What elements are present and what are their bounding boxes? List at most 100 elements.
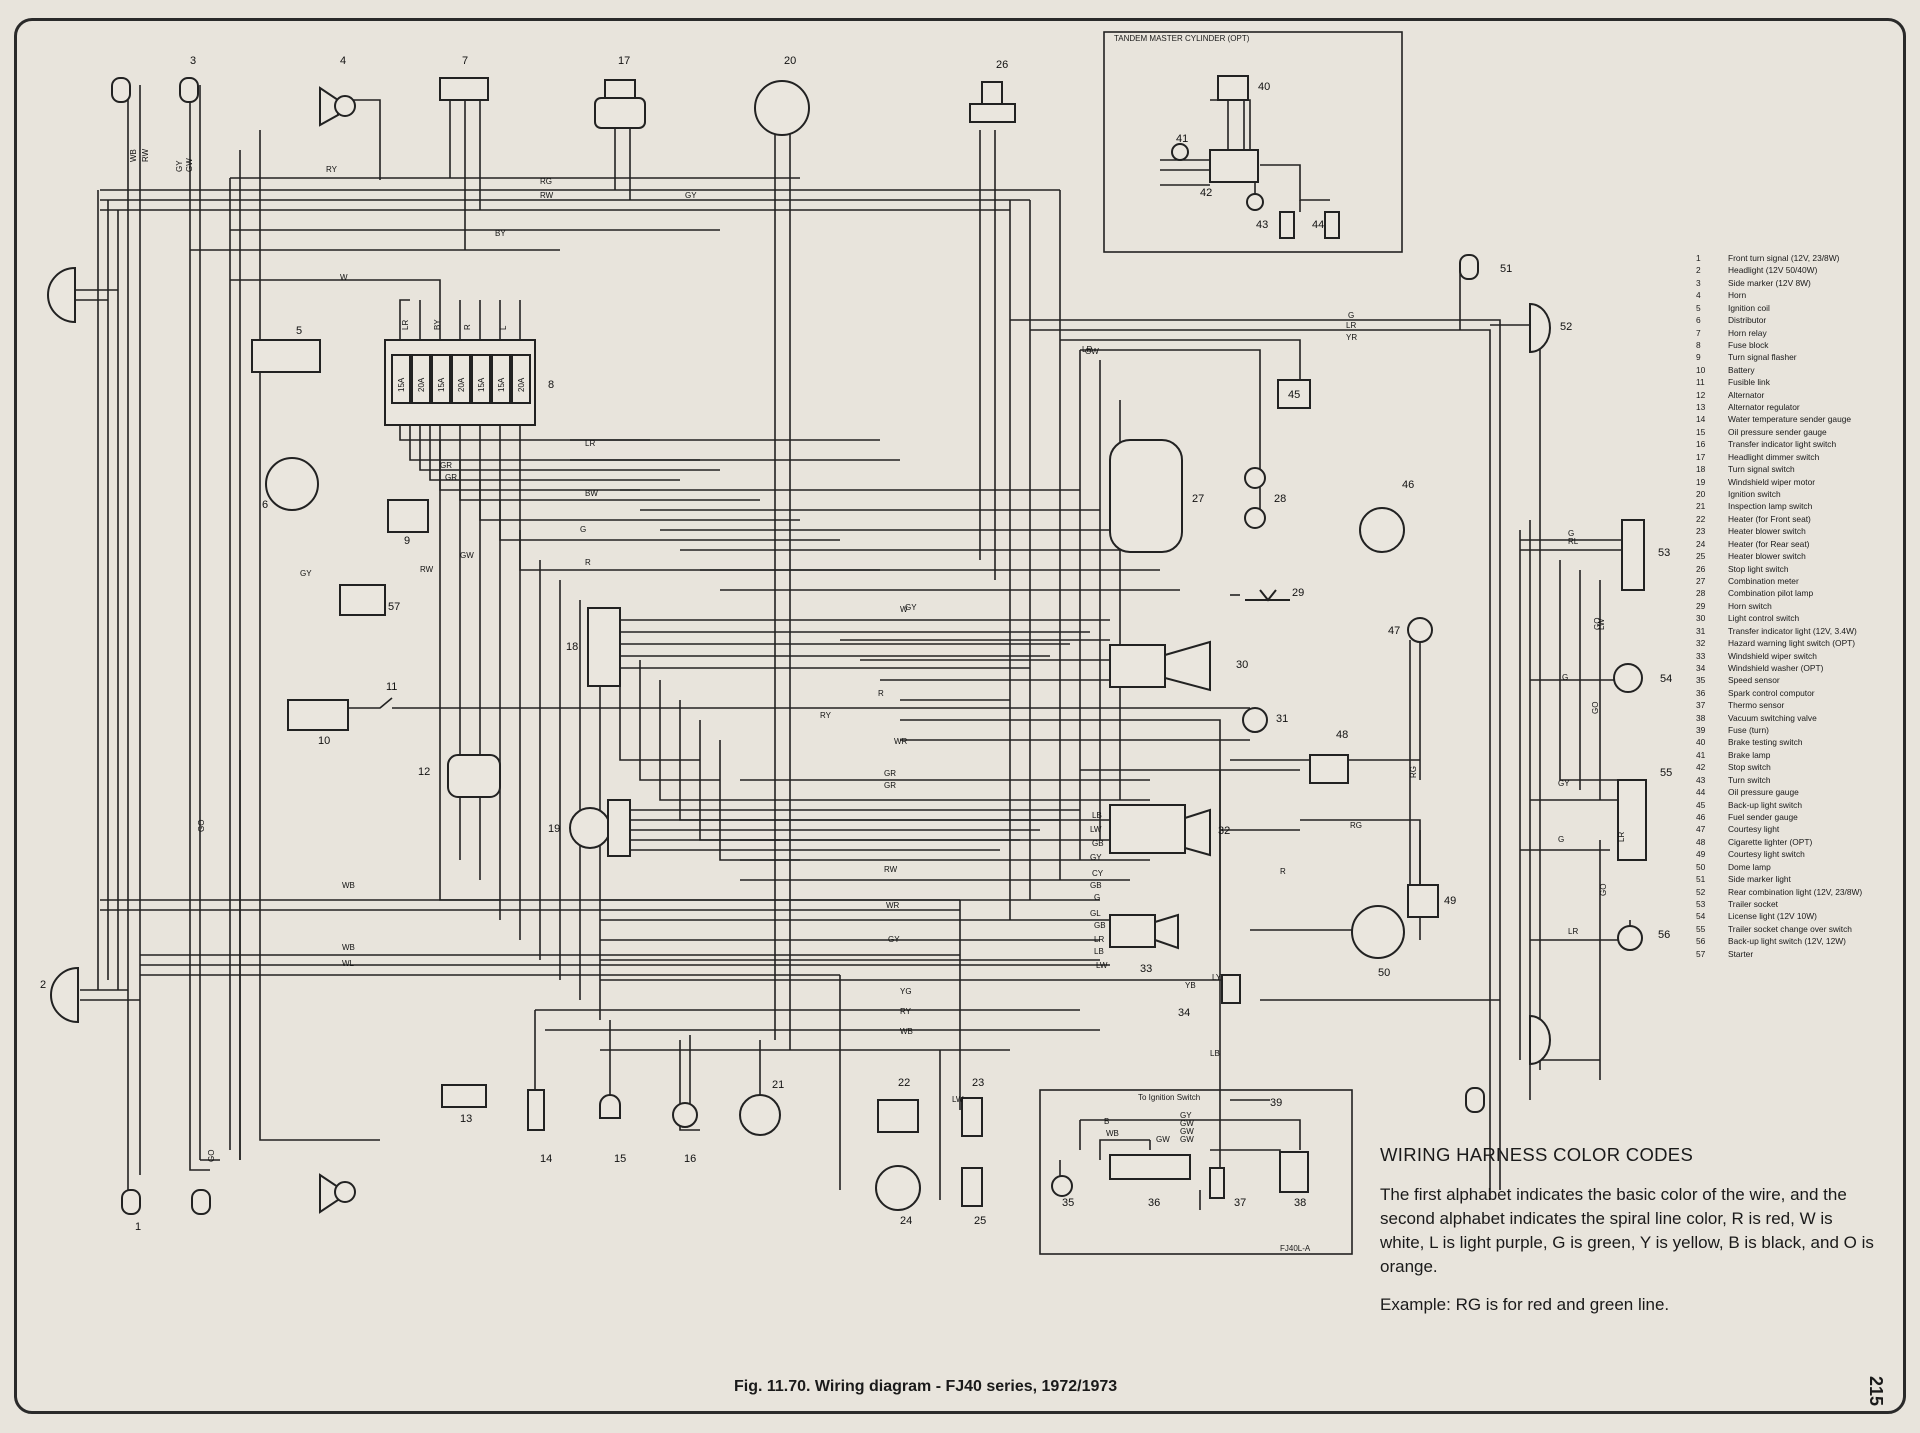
component-number: 27 — [1192, 493, 1204, 505]
wire-color-label: WB — [342, 943, 355, 952]
wire-color-label: LW — [1090, 825, 1102, 834]
legend-label: Front turn signal (12V, 23/8W) — [1728, 253, 1840, 263]
wire-color-label: LW — [952, 1095, 964, 1104]
legend-label: Combination meter — [1728, 575, 1799, 586]
legend-label: Trailer socket change over switch — [1728, 923, 1852, 934]
component-number: 4 — [340, 55, 346, 67]
legend-label: Combination pilot lamp — [1728, 588, 1814, 599]
legend-number: 38 — [1696, 712, 1706, 723]
legend-label: Inspection lamp switch — [1728, 501, 1813, 512]
wire-color-label: B — [1104, 1117, 1109, 1126]
legend-number: 30 — [1696, 613, 1706, 624]
legend-label: Horn — [1728, 290, 1747, 301]
wire-color-label: RW — [540, 191, 554, 200]
distributor-icon — [265, 457, 319, 511]
component-number: 29 — [1292, 587, 1304, 599]
wire-color-label: BW — [585, 489, 598, 498]
legend-label: Trailer socket — [1728, 898, 1778, 909]
wire-color-label: GO — [1599, 884, 1608, 896]
wire-color-label: RG — [1409, 766, 1418, 778]
wire-color-label: G — [1568, 529, 1574, 538]
legend-number: 48 — [1696, 836, 1706, 847]
legend-number: 43 — [1696, 774, 1706, 785]
wire-color-label: GY — [175, 160, 184, 172]
legend-label: Brake testing switch — [1728, 737, 1803, 748]
fuel-sender-icon — [1359, 507, 1405, 553]
fuse-rating: 20A — [457, 377, 466, 392]
legend-label: Battery — [1728, 364, 1755, 375]
component-number: 50 — [1378, 967, 1390, 979]
component-number: 53 — [1658, 547, 1670, 559]
legend-label: Side marker light — [1728, 874, 1791, 885]
legend-label: Thermo sensor — [1728, 700, 1785, 711]
legend-label: Fuel sender gauge — [1728, 811, 1798, 822]
legend-label: Courtesy light — [1728, 824, 1780, 835]
horn-switch-icon — [1245, 589, 1290, 602]
wire-color-label: LR — [1094, 935, 1104, 944]
legend-label: Oil pressure sender gauge — [1728, 426, 1827, 437]
starter-icon — [339, 584, 386, 616]
legend-number: 8 — [1696, 339, 1701, 350]
component-number: 18 — [566, 641, 578, 653]
side-marker-left-icon — [111, 77, 199, 103]
component-number: 11 — [386, 681, 397, 693]
wire-color-label: LR — [401, 320, 410, 330]
legend-label: Oil pressure gauge — [1728, 787, 1799, 798]
legend-label: Courtesy light switch — [1728, 849, 1805, 860]
turn-signal-switch-icon — [587, 607, 621, 687]
legend-label: Dome lamp — [1728, 861, 1771, 872]
wire-color-label: RW — [420, 565, 434, 574]
component-number: 37 — [1234, 1197, 1246, 1209]
figure-caption: Fig. 11.70. Wiring diagram - FJ40 series… — [734, 1378, 1118, 1395]
combination-meter-icon — [1109, 439, 1183, 553]
brake-testing-switch-icon — [1217, 75, 1249, 101]
legend-label: Back-up light switch (12V, 12W) — [1728, 936, 1846, 947]
legend-number: 5 — [1696, 302, 1701, 313]
legend-row: 4 Horn — [1696, 289, 1896, 301]
legend-label: Ignition coil — [1728, 302, 1770, 313]
inspection-lamp-switch-icon — [739, 1094, 781, 1136]
legend-label: Side marker (12V 8W) — [1728, 277, 1811, 288]
component-number: 49 — [1444, 895, 1456, 907]
component-number: 2 — [40, 979, 46, 991]
back-up-light-icon — [1617, 925, 1643, 951]
legend-label: Windshield wiper switch — [1728, 650, 1817, 661]
thermo-sensor-icon — [1209, 1167, 1225, 1199]
wire-color-label: RY — [326, 165, 338, 174]
component-number: 1 — [135, 1221, 141, 1233]
legend-number: 32 — [1696, 638, 1706, 649]
component-number: 34 — [1178, 1007, 1190, 1019]
blower-switch-2-icon — [961, 1167, 983, 1207]
wire-color-label: LR — [1617, 832, 1626, 842]
wire-color-label: LR — [1082, 345, 1092, 354]
legend-number: 26 — [1696, 563, 1706, 574]
oil-pressure-gauge-icon — [1279, 211, 1295, 239]
component-number: 3 — [190, 55, 196, 67]
fuse-block-icon — [384, 339, 536, 426]
legend-label: Headlight dimmer switch — [1728, 451, 1820, 462]
component-number: 12 — [418, 766, 430, 778]
wire-color-label: GR — [445, 473, 457, 482]
legend-number: 4 — [1696, 290, 1701, 301]
inset-code: FJ40L-A — [1280, 1244, 1311, 1253]
legend-number: 47 — [1696, 824, 1706, 835]
legend-label: Vacuum switching valve — [1728, 712, 1817, 723]
legend-number: 7 — [1696, 327, 1701, 338]
legend-label: Speed sensor — [1728, 675, 1780, 686]
